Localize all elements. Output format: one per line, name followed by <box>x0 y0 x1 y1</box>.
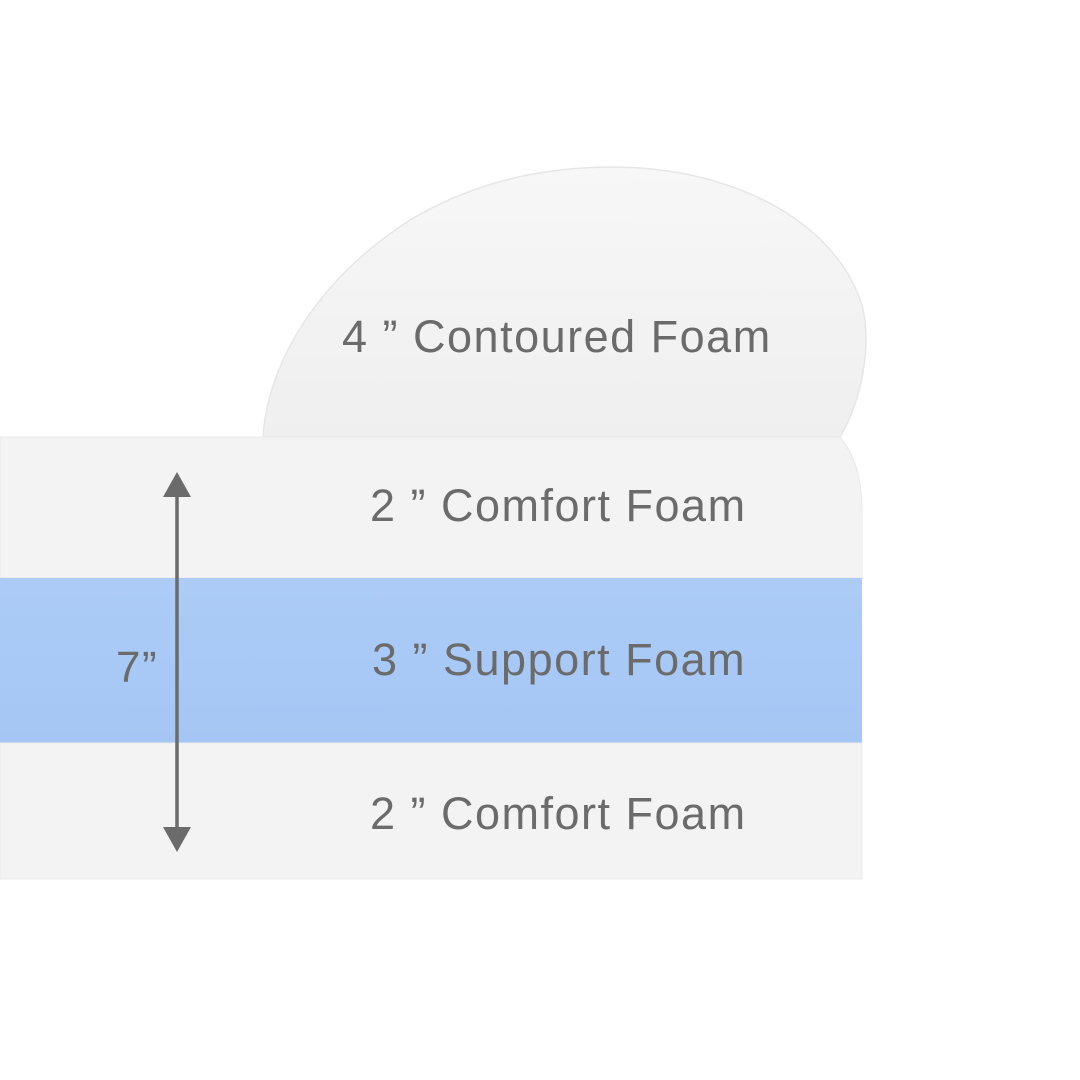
total-thickness-label: 7” <box>116 643 159 692</box>
arrow-up-icon <box>163 472 191 497</box>
comfort-foam-bottom-label: 2 ” Comfort Foam <box>370 788 747 839</box>
support-foam-label: 3 ” Support Foam <box>372 634 747 685</box>
comfort-foam-top-label: 2 ” Comfort Foam <box>370 480 747 531</box>
arrow-down-icon <box>163 827 191 852</box>
comfort-foam-bottom-layer <box>0 742 863 880</box>
contoured-foam-layer <box>262 166 867 438</box>
thickness-arrow <box>163 472 191 852</box>
contoured-foam-label: 4 ” Contoured Foam <box>342 311 772 362</box>
support-foam-layer <box>0 578 862 743</box>
comfort-foam-top-layer <box>0 436 863 579</box>
